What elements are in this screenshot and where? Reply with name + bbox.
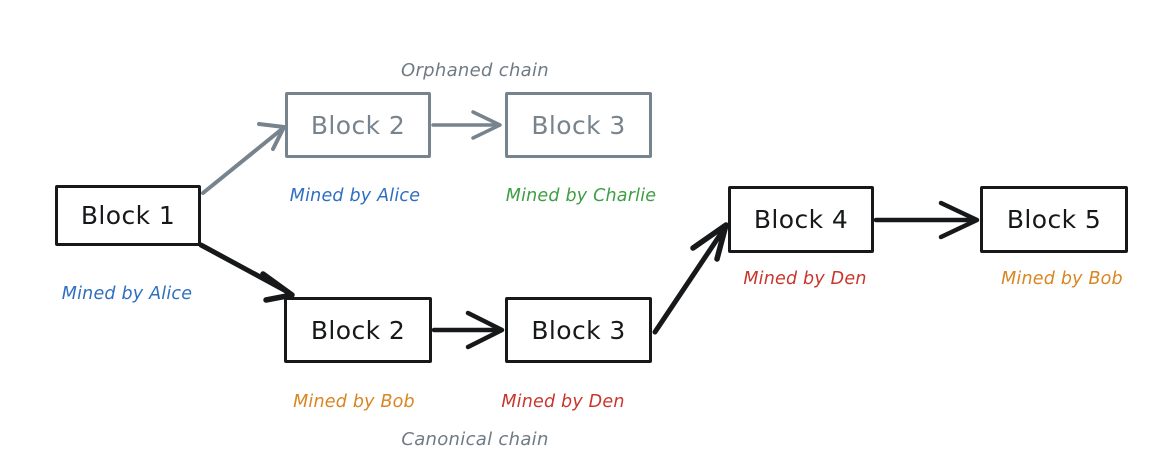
- edge-orphan2-to-orphan3-arrow: [431, 110, 502, 140]
- block-node-orphan-block-3[interactable]: Block 3: [505, 92, 652, 158]
- miner-label-canonical-block-3: Mined by Den: [501, 392, 625, 412]
- miner-label-canonical-block-5: Mined by Bob: [1001, 269, 1123, 289]
- block-node-canonical-block-4[interactable]: Block 4: [728, 186, 874, 253]
- block-label: Block 2: [310, 110, 406, 140]
- edge-block1-to-orphan2-arrow: [201, 122, 286, 195]
- block-node-canonical-block-3[interactable]: Block 3: [505, 297, 652, 363]
- canonical-chain-caption: Canonical chain: [401, 429, 549, 450]
- block-node-orphan-block-2[interactable]: Block 2: [285, 92, 431, 158]
- edge-canonical4-to-canonical5-arrow: [873, 200, 980, 240]
- block-label: Block 3: [531, 315, 626, 345]
- edge-canonical2-to-canonical3-arrow: [431, 310, 505, 350]
- block-label: Block 4: [753, 205, 849, 234]
- block-node-block-1[interactable]: Block 1: [55, 185, 201, 246]
- miner-label-orphan-block-3: Mined by Charlie: [505, 186, 657, 206]
- miner-label-canonical-block-4: Mined by Den: [743, 269, 867, 289]
- miner-label-orphan-block-2: Mined by Alice: [289, 186, 421, 206]
- block-node-canonical-block-2[interactable]: Block 2: [284, 297, 432, 363]
- block-label: Block 2: [310, 315, 406, 345]
- block-label: Block 1: [80, 201, 176, 230]
- miner-label-canonical-block-2: Mined by Bob: [293, 392, 415, 412]
- edge-canonical3-to-canonical4-arrow: [652, 222, 729, 335]
- block-node-canonical-block-5[interactable]: Block 5: [980, 186, 1128, 253]
- block-label: Block 3: [531, 110, 626, 140]
- orphaned-chain-caption: Orphaned chain: [400, 60, 550, 81]
- miner-label-block-1: Mined by Alice: [61, 284, 193, 304]
- block-label: Block 5: [1006, 205, 1102, 234]
- edge-block1-to-canonical2-arrow: [198, 242, 295, 303]
